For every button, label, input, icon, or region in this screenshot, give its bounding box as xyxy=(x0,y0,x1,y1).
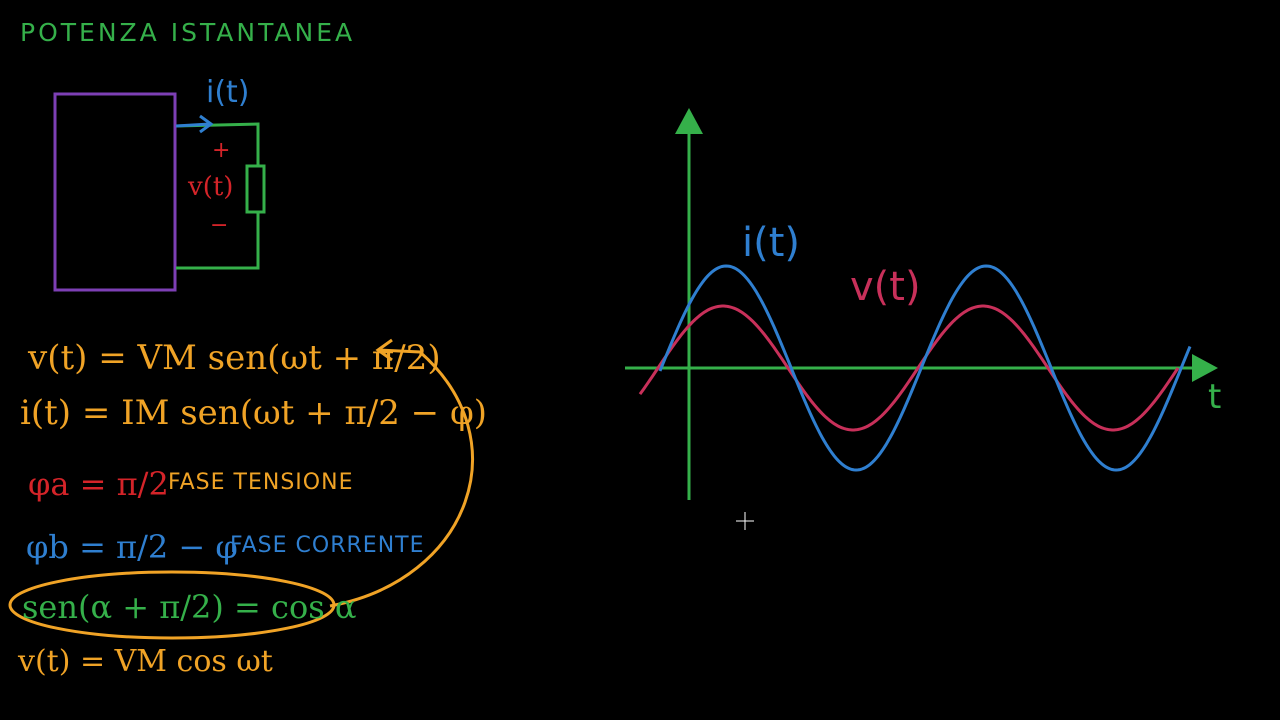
circuit-current-label: i(t) xyxy=(206,75,250,110)
resistor xyxy=(245,164,266,214)
cursor-icon xyxy=(736,512,754,530)
graph-voltage-label: v(t) xyxy=(850,264,921,310)
identity-highlight xyxy=(8,570,336,640)
y-axis-arrow xyxy=(675,108,703,134)
generator-box xyxy=(53,92,177,292)
phase-a-equation: φa = π/2 xyxy=(28,465,169,503)
minus-sign: − xyxy=(210,213,228,238)
bottom-wire xyxy=(176,212,260,270)
voltage-wave xyxy=(638,304,1180,432)
phase-a-label: FASE TENSIONE xyxy=(168,470,354,495)
plus-sign: + xyxy=(212,138,230,163)
current-arrow xyxy=(175,114,214,134)
x-axis-label: t xyxy=(1208,377,1221,417)
current-equation: i(t) = IM sen(ωt + π/2 − φ) xyxy=(20,393,488,433)
voltage-equation: v(t) = VM sen(ωt + π/2) xyxy=(28,338,441,378)
graph-current-label: i(t) xyxy=(742,220,800,266)
page-title: POTENZA ISTANTANEA xyxy=(20,18,356,47)
phase-b-equation: φb = π/2 − φ xyxy=(26,528,238,566)
link-arrow xyxy=(329,348,474,608)
circuit-voltage-label: v(t) xyxy=(187,172,233,202)
x-axis-arrow xyxy=(1192,354,1218,382)
trig-identity: sen(α + π/2) = cos α xyxy=(22,588,357,626)
link-arrowhead xyxy=(375,338,393,362)
phase-b-label: FASE CORRENTE xyxy=(230,533,425,558)
voltage-cos-equation: v(t) = VM cos ωt xyxy=(18,644,273,679)
current-wave xyxy=(658,264,1192,472)
